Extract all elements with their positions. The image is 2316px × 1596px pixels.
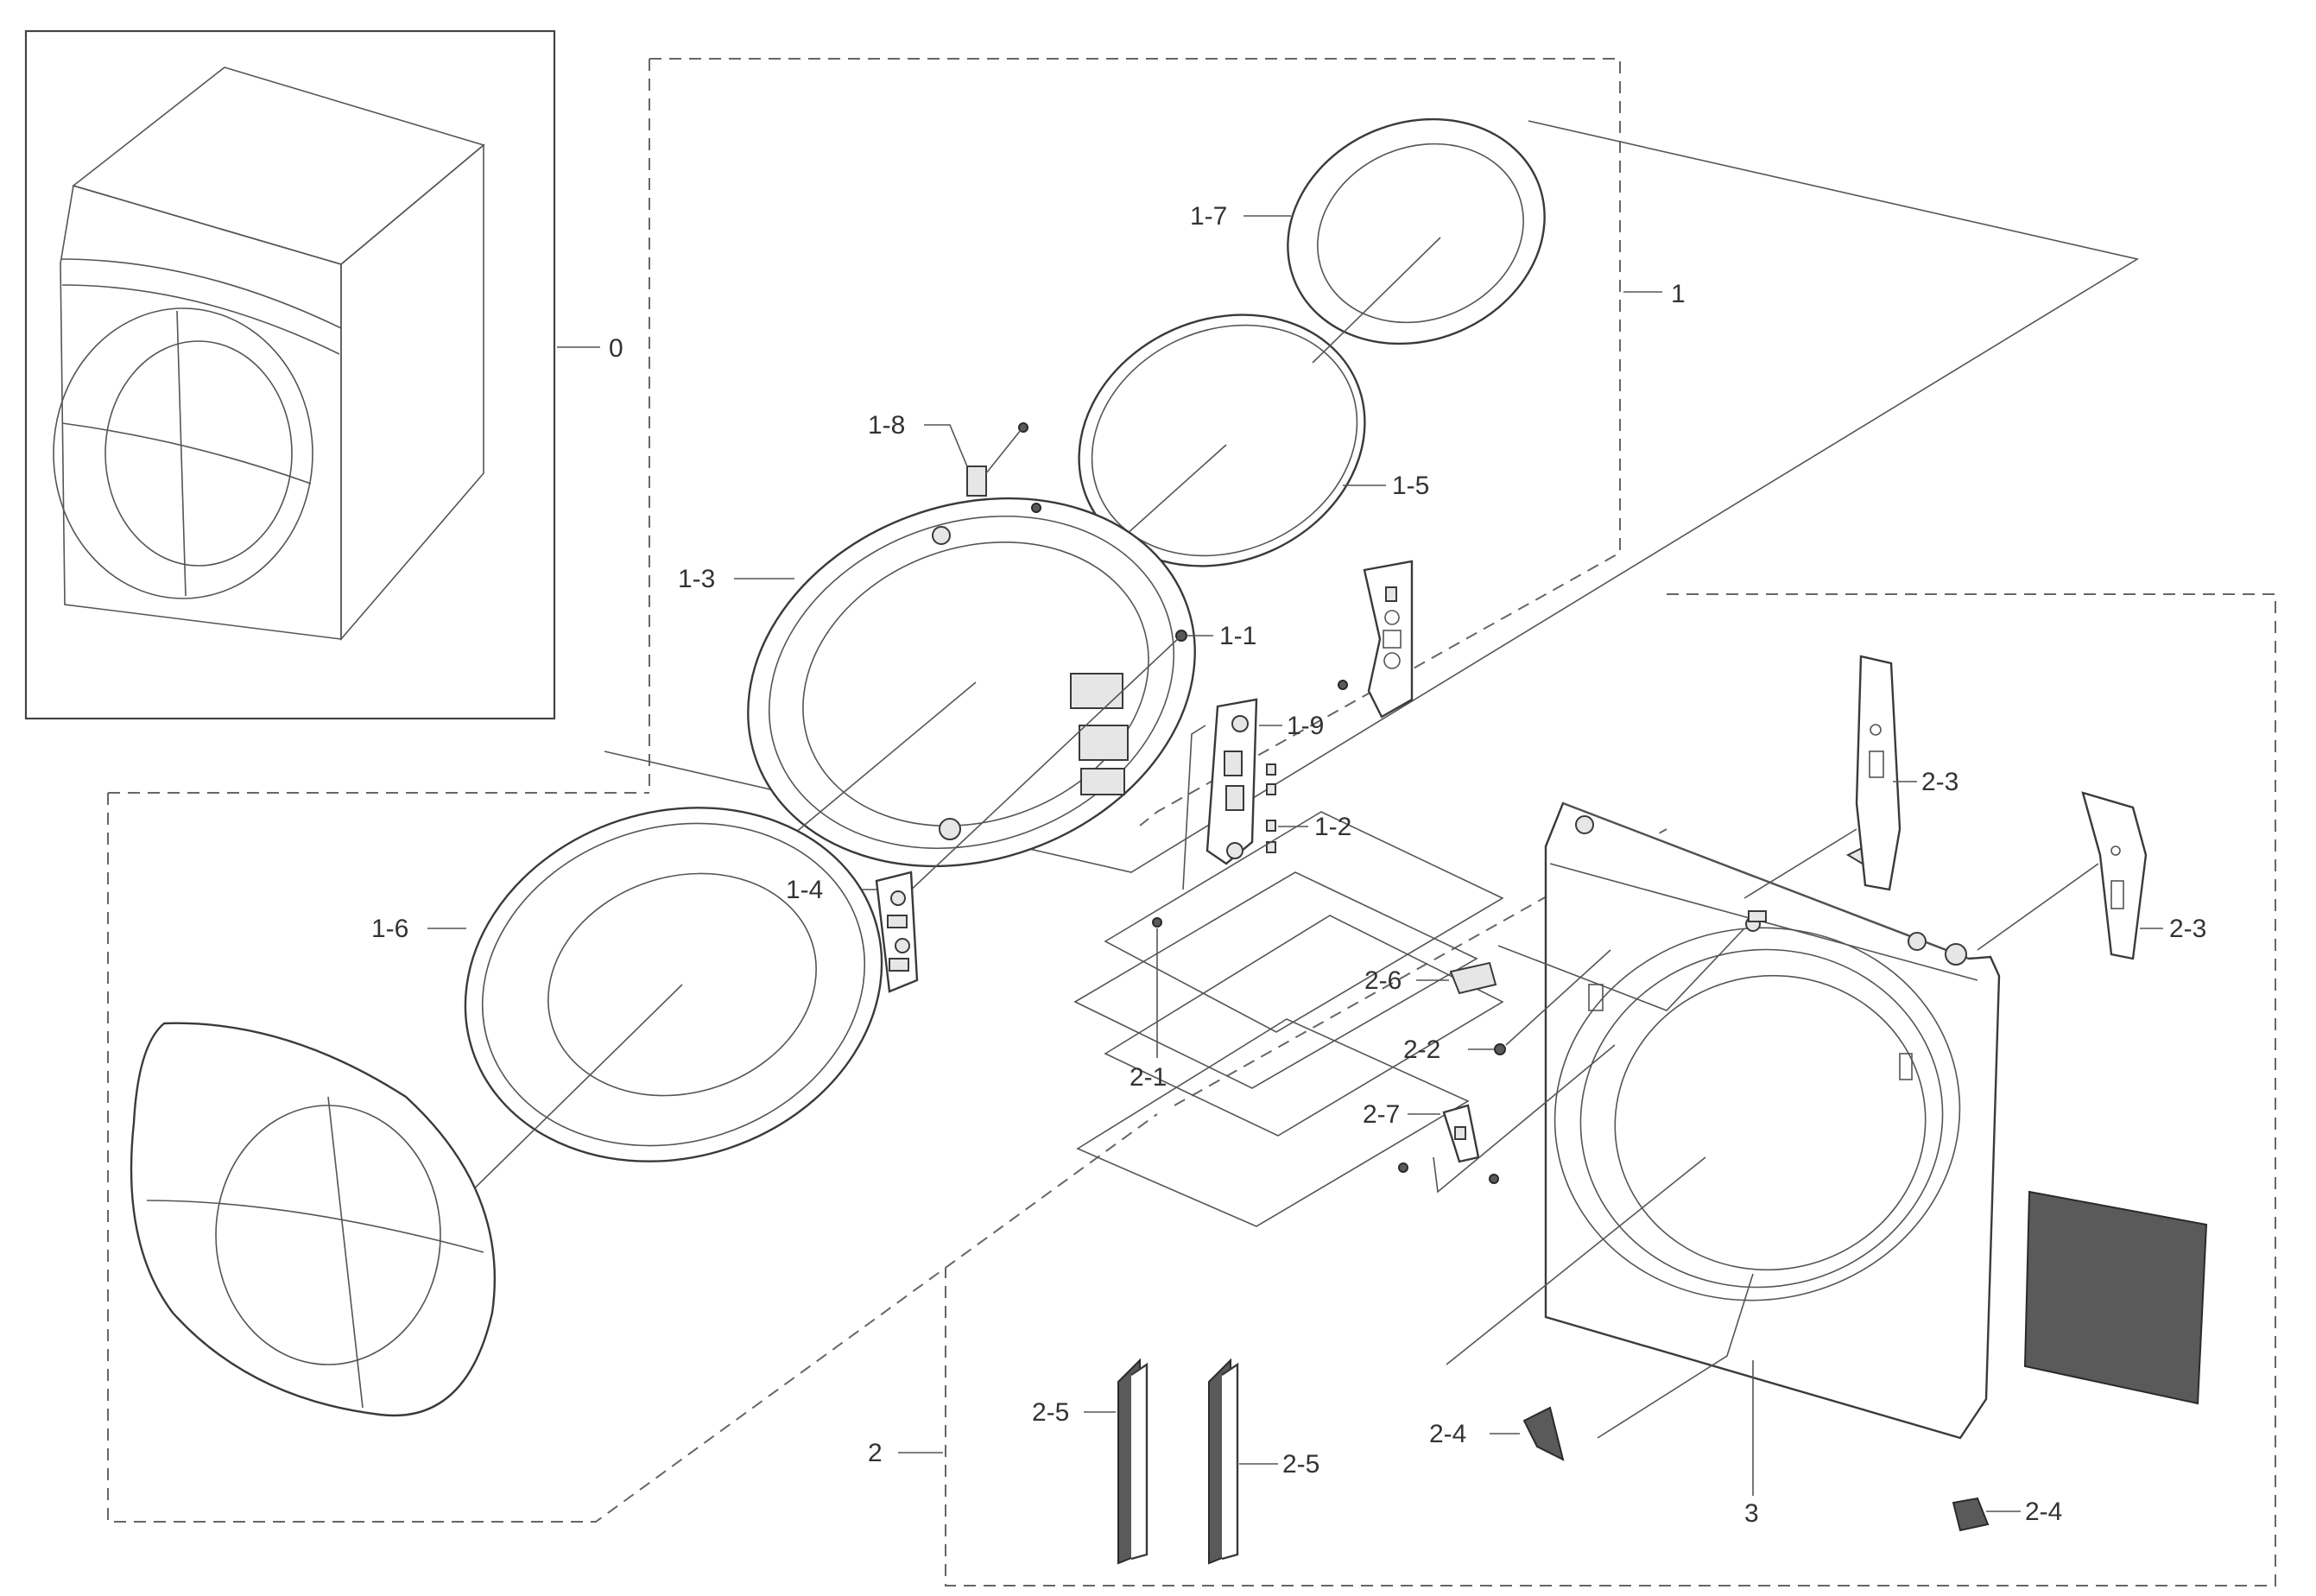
part-1-4-hinge	[875, 871, 919, 993]
label-1-9: 1-9	[1287, 712, 1324, 740]
label-2-6: 2-6	[1364, 966, 1402, 995]
label-2: 2	[868, 1439, 883, 1467]
part-2-6-clip	[1449, 961, 1497, 995]
dryer-appliance-sketch	[53, 66, 485, 642]
axis-line-panel	[1446, 1156, 1706, 1365]
label-1-4: 1-4	[786, 876, 823, 904]
axis-line-upper	[1312, 237, 1441, 364]
axis-line-2-7	[1433, 1044, 1616, 1194]
label-2-3-left: 2-3	[1921, 768, 1958, 796]
part-1-2-hardware	[1266, 763, 1276, 853]
label-1: 1	[1671, 280, 1686, 308]
label-2-4-right: 2-4	[2025, 1498, 2062, 1526]
axis-line-screw	[906, 635, 1182, 895]
label-2-7: 2-7	[1363, 1100, 1400, 1129]
axis-line-2-3b	[1977, 863, 2099, 951]
label-2-1: 2-1	[1130, 1063, 1167, 1092]
group-1-boundary-bottom	[107, 793, 1158, 1523]
group-1-boundary-diag	[1174, 828, 1667, 1106]
part-1-5-gasket	[1078, 314, 1366, 567]
axis-line-door	[452, 984, 683, 1210]
label-2-5-left: 2-5	[1032, 1398, 1069, 1427]
part-1-7-door-cover	[1287, 117, 1546, 345]
axis-line-panel-b	[1597, 1273, 1754, 1439]
overview-frame	[24, 29, 556, 720]
axis-line-2-2	[1505, 949, 1611, 1046]
label-2-4-left: 2-4	[1429, 1420, 1466, 1448]
label-2-3-right: 2-3	[2169, 915, 2206, 943]
label-1-8: 1-8	[868, 411, 905, 440]
axis-line-2-6	[1497, 928, 1745, 1011]
overview-inset	[24, 29, 600, 720]
seal-band-d	[1076, 1018, 1470, 1227]
label-1-1: 1-1	[1219, 622, 1256, 650]
part-1-3-door-frame	[747, 497, 1196, 868]
part-2-1-screw	[1152, 917, 1162, 928]
label-1-3: 1-3	[678, 565, 715, 593]
hinge-plate-top	[1338, 560, 1414, 719]
label-2-2: 2-2	[1403, 1036, 1440, 1064]
part-2-5-strip-right	[1208, 1358, 1239, 1565]
part-2-2-screw	[1494, 1043, 1506, 1055]
part-1-6-outer-door	[464, 807, 883, 1162]
mesh-panel	[2023, 1190, 2208, 1405]
group-2-boundary	[945, 593, 2276, 1586]
seal-band-c	[1104, 915, 1504, 1137]
seal-band-a	[1104, 811, 1504, 1033]
label-3: 3	[1744, 1499, 1759, 1528]
label-1-2: 1-2	[1314, 813, 1351, 841]
part-2-3-bracket-right	[2081, 791, 2148, 960]
door-glass	[130, 1022, 496, 1417]
part-2-4-clip-a	[1522, 1406, 1565, 1461]
label-0: 0	[609, 334, 623, 363]
part-2-4-clip-b	[1952, 1497, 1990, 1532]
part-2-3-bracket-left	[1855, 655, 1902, 891]
part-2-7-latch-plate	[1398, 1104, 1499, 1184]
part-1-9-hinge-bracket	[1182, 698, 1258, 890]
label-1-7: 1-7	[1190, 202, 1227, 231]
label-1-5: 1-5	[1392, 472, 1429, 500]
axis-line-2-3a	[1743, 828, 1857, 899]
group-1-boundary-top	[649, 58, 1621, 826]
part-1-8-bracket	[966, 422, 1041, 513]
label-2-5-right: 2-5	[1282, 1450, 1319, 1479]
label-1-6: 1-6	[371, 915, 408, 943]
part-2-5-strip-left	[1117, 1358, 1149, 1565]
part-3-front-panel	[1544, 801, 2001, 1440]
leader-1-8	[924, 424, 968, 467]
seal-band-b	[1073, 871, 1478, 1089]
